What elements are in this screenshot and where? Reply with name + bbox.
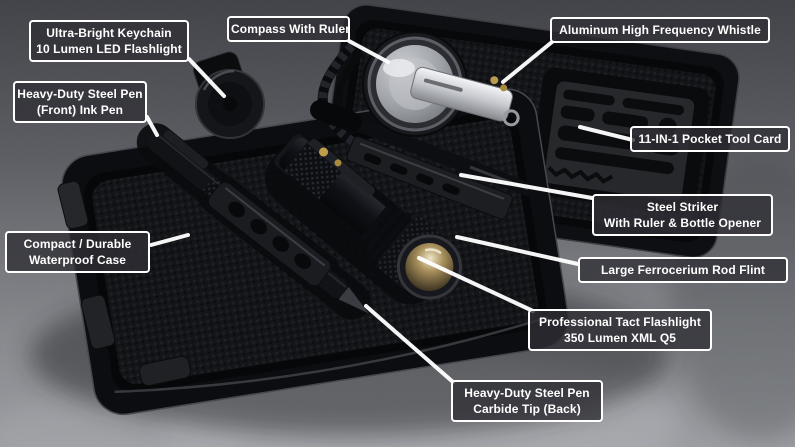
callout-text: Heavy-Duty Steel Pen [464, 386, 590, 400]
whistle-photo [410, 66, 520, 127]
leader-flint [455, 235, 580, 266]
callout-pen-back: Heavy-Duty Steel Pen Carbide Tip (Back) [451, 380, 603, 422]
leader-keychain [187, 57, 226, 98]
callout-text: (Front) Ink Pen [36, 103, 124, 117]
grip-bar-photo [207, 181, 332, 287]
flashlight-photo [274, 134, 462, 300]
callout-tact-flashlight: Professional Tact Flashlight 350 Lumen X… [528, 309, 712, 351]
callout-text: Waterproof Case [28, 253, 127, 267]
callout-text: 350 Lumen XML Q5 [563, 331, 677, 345]
leader-compass [347, 39, 390, 64]
callout-flint: Large Ferrocerium Rod Flint [578, 257, 788, 283]
leader-lines [145, 39, 635, 384]
callout-text: Aluminum High Frequency Whistle [559, 23, 761, 37]
callout-text: 11-IN-1 Pocket Tool Card [638, 132, 782, 146]
leader-striker [459, 173, 594, 200]
callout-text: Steel Striker [646, 200, 719, 214]
callout-text: Ultra-Bright Keychain [46, 26, 172, 40]
callout-striker: Steel Striker With Ruler & Bottle Opener [592, 194, 773, 236]
callout-text: With Ruler & Bottle Opener [603, 216, 762, 230]
striker-photo [346, 136, 513, 220]
leader-tool-card [578, 125, 635, 142]
leader-pen-front [145, 115, 159, 137]
callout-tool-card: 11-IN-1 Pocket Tool Card [630, 126, 790, 152]
callout-text: Compact / Durable [23, 237, 132, 251]
case-latches [57, 180, 191, 387]
leader-tact-flashlight [417, 256, 535, 313]
leader-pen-back [364, 304, 455, 384]
callout-compass: Compass With Ruler [227, 16, 350, 42]
callout-text: Compass With Ruler [231, 22, 351, 36]
callout-text: Large Ferrocerium Rod Flint [600, 263, 766, 277]
callout-keychain-flashlight: Ultra-Bright Keychain 10 Lumen LED Flash… [29, 20, 189, 62]
callout-text: Carbide Tip (Back) [473, 402, 581, 416]
leader-case [149, 233, 190, 247]
callout-whistle: Aluminum High Frequency Whistle [550, 17, 770, 43]
callout-text: Heavy-Duty Steel Pen [17, 87, 143, 101]
leader-whistle [501, 40, 554, 84]
callout-text: 10 Lumen LED Flashlight [36, 42, 182, 56]
callout-text: Professional Tact Flashlight [539, 315, 701, 329]
callout-pen-front: Heavy-Duty Steel Pen (Front) Ink Pen [13, 81, 147, 123]
callout-case: Compact / Durable Waterproof Case [5, 231, 150, 273]
